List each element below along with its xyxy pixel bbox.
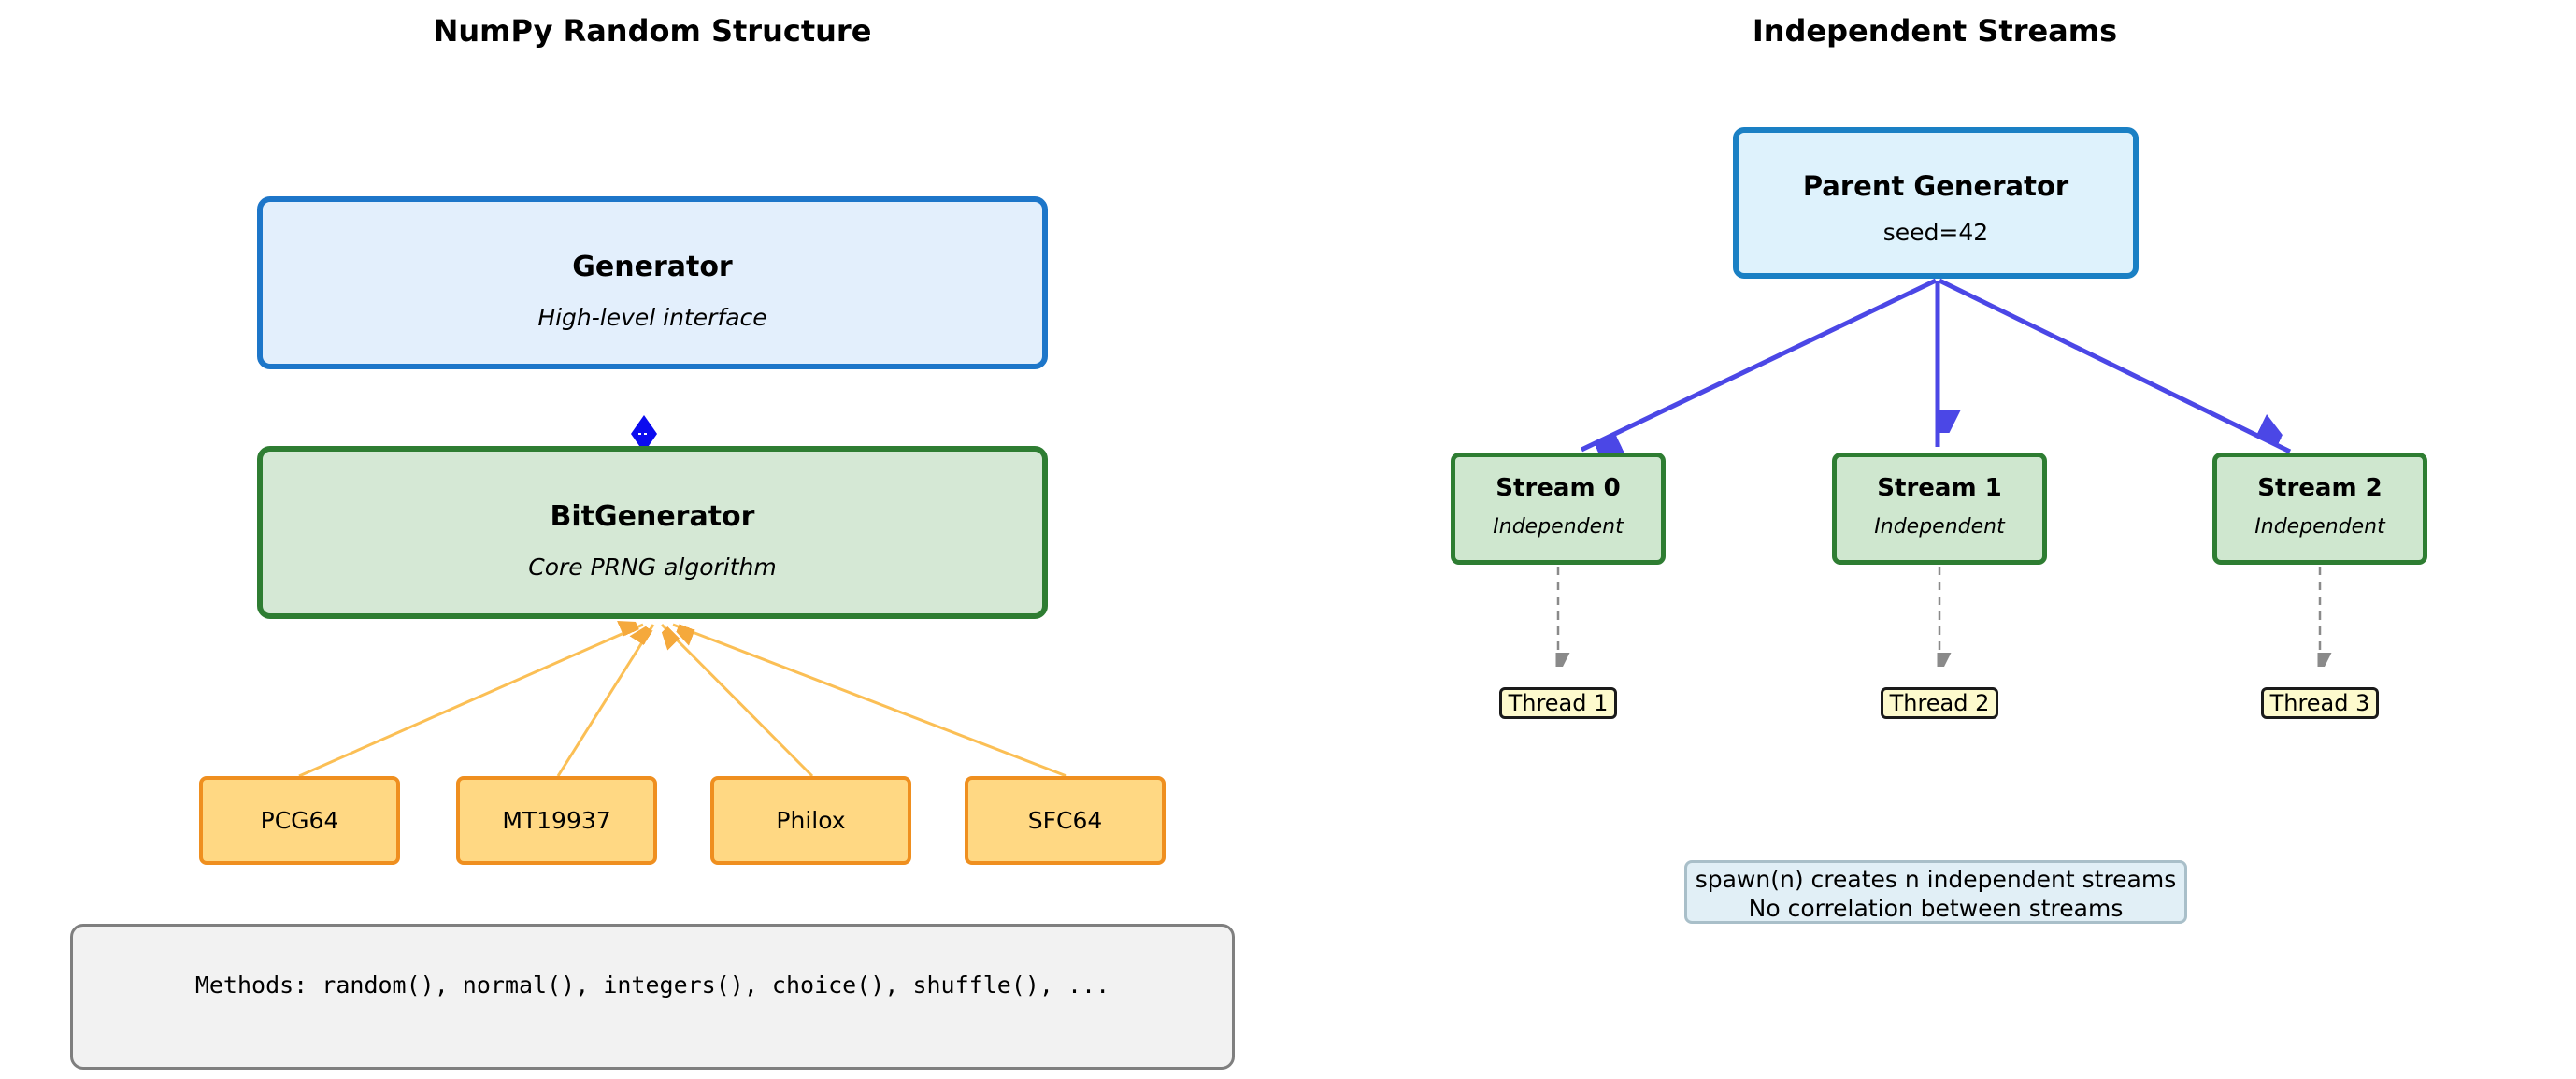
algo-link-line-philox xyxy=(662,623,814,778)
algo-box-mt19937: MT19937 xyxy=(456,776,657,865)
algo-label: MT19937 xyxy=(502,807,611,834)
algo-link-line-sfc64 xyxy=(672,623,1067,778)
spawn-arrow-stream2 xyxy=(1938,278,2292,454)
thread-label-2: Thread 2 xyxy=(1881,687,1998,719)
thread-text: Thread 1 xyxy=(1508,690,1609,716)
methods-box: Methods: random(), normal(), integers(),… xyxy=(70,924,1235,1070)
stream-title: Stream 0 xyxy=(1496,474,1621,502)
bitgenerator-title: BitGenerator xyxy=(550,500,755,533)
algo-link-line-pcg64 xyxy=(298,625,644,778)
generator-title: Generator xyxy=(572,251,733,283)
stream-title: Stream 2 xyxy=(2257,474,2383,502)
spawn-note-box: spawn(n) creates n independent streams N… xyxy=(1684,860,2187,924)
stream-subtitle: Independent xyxy=(1493,515,1624,539)
thread-text: Thread 2 xyxy=(1889,690,1990,716)
thread-text: Thread 3 xyxy=(2269,690,2370,716)
algo-box-philox: Philox xyxy=(710,776,911,865)
parent-generator-title: Parent Generator xyxy=(1802,170,2069,202)
stream-title: Stream 1 xyxy=(1877,474,2002,502)
algo-box-pcg64: PCG64 xyxy=(199,776,400,865)
algo-label: Philox xyxy=(776,807,846,834)
algo-label: PCG64 xyxy=(260,807,339,834)
spawn-note-line-2: No correlation between streams xyxy=(1748,895,2124,922)
parent-generator-seed: seed=42 xyxy=(1882,219,1989,246)
stream-subtitle: Independent xyxy=(1874,515,2005,539)
stream-box-0: Stream 0 Independent xyxy=(1451,453,1666,565)
stream-box-1: Stream 1 Independent xyxy=(1832,453,2047,565)
right-panel-title: Independent Streams xyxy=(1752,13,2118,49)
algo-link-line-mt19937 xyxy=(556,625,655,777)
methods-text: Methods: random(), normal(), integers(),… xyxy=(194,971,1110,999)
thread-label-1: Thread 1 xyxy=(1499,687,1617,719)
spawn-arrow-stream0 xyxy=(1580,278,1938,450)
bitgenerator-subtitle: Core PRNG algorithm xyxy=(528,554,777,581)
stream-subtitle: Independent xyxy=(2254,515,2385,539)
stream-box-2: Stream 2 Independent xyxy=(2212,453,2427,565)
left-panel-title: NumPy Random Structure xyxy=(433,13,872,49)
parent-generator-box: Parent Generator seed=42 xyxy=(1733,127,2139,279)
bitgenerator-box: BitGenerator Core PRNG algorithm xyxy=(257,446,1048,619)
generator-box: Generator High-level interface xyxy=(257,196,1048,369)
generator-subtitle: High-level interface xyxy=(537,304,767,331)
spawn-note-line-1: spawn(n) creates n independent streams xyxy=(1695,866,2177,893)
thread-label-3: Thread 3 xyxy=(2261,687,2379,719)
algo-box-sfc64: SFC64 xyxy=(965,776,1166,865)
algo-label: SFC64 xyxy=(1027,807,1103,834)
